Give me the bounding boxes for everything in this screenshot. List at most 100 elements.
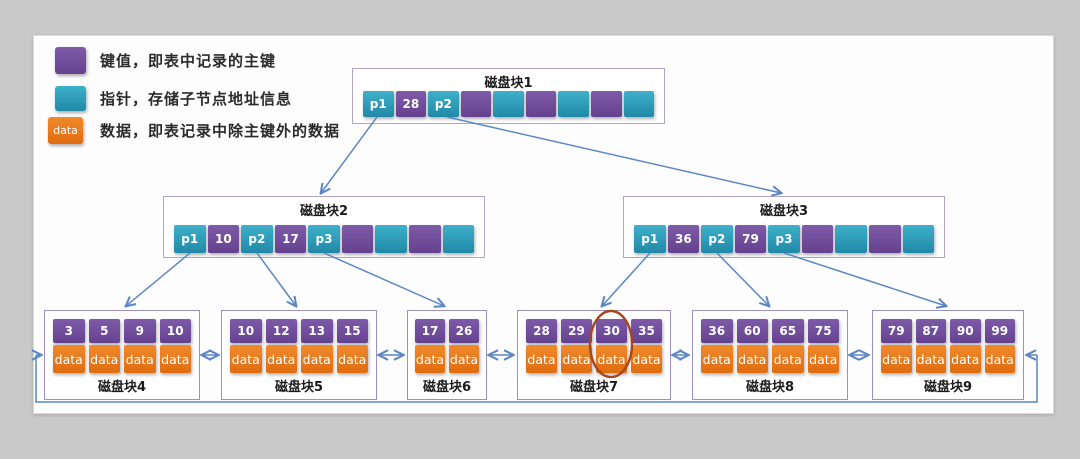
disk-block-2-title: 磁盘块2	[299, 204, 349, 219]
disk-block-8-title: 磁盘块8	[745, 380, 795, 395]
disk-block-1-cells: p1 28 p2	[363, 91, 655, 117]
disk-block-9-title: 磁盘块9	[923, 380, 973, 395]
key-cell: 28	[395, 91, 427, 117]
data-cell: data	[772, 345, 804, 373]
data-cell: data	[881, 345, 912, 373]
legend-item-key: 键值，即表中记录的主键	[55, 47, 276, 74]
data-cell: data	[124, 345, 156, 373]
data-cell: data	[159, 345, 191, 373]
pointer-cell	[902, 225, 935, 253]
key-cell: 79	[734, 225, 767, 253]
key-cell: 87	[915, 319, 946, 343]
key-cell	[525, 91, 557, 117]
pointer-cell: p1	[363, 91, 394, 117]
key-cell: 65	[772, 319, 804, 343]
pointer-cell	[558, 91, 589, 117]
key-cell: 10	[159, 319, 191, 343]
pointer-cell: p2	[241, 225, 273, 253]
pointer-cell	[375, 225, 407, 253]
key-cell: 30	[596, 319, 627, 343]
disk-block-2: 磁盘块2 p1 10 p2 17 p3	[163, 196, 485, 258]
legend-pointer-text: 指针，存储子节点地址信息	[100, 90, 293, 108]
key-cell: 90	[950, 319, 981, 343]
key-cell: 9	[124, 319, 156, 343]
key-cell: 60	[736, 319, 768, 343]
key-cell	[341, 225, 374, 253]
disk-block-4-title: 磁盘块4	[97, 380, 147, 395]
data-cell: data	[807, 345, 839, 373]
key-cell: 17	[274, 225, 307, 253]
key-cell: 35	[631, 319, 662, 343]
pointer-cell: p3	[768, 225, 800, 253]
pointer-cell: p1	[634, 225, 666, 253]
key-cell	[460, 91, 492, 117]
disk-block-3: 磁盘块3 p1 36 p2 79 p3	[623, 196, 945, 258]
disk-block-3-title: 磁盘块3	[759, 204, 809, 219]
key-cell: 99	[984, 319, 1015, 343]
data-swatch-icon: data	[48, 117, 83, 144]
legend-data-text: 数据，即表记录中除主键外的数据	[100, 122, 341, 140]
key-cell: 5	[88, 319, 120, 343]
key-cell	[801, 225, 834, 253]
pointer-swatch-icon	[55, 86, 86, 111]
pointer-cell: p2	[428, 91, 459, 117]
data-cell: data	[950, 345, 981, 373]
pointer-cell	[493, 91, 524, 117]
legend-item-pointer: 指针，存储子节点地址信息	[55, 86, 292, 111]
data-cell: data	[561, 345, 592, 373]
data-cell: data	[736, 345, 768, 373]
disk-block-1: 磁盘块1 p1 28 p2	[352, 68, 665, 124]
key-cell: 10	[230, 319, 262, 343]
key-cell: 26	[449, 319, 479, 343]
key-cell: 13	[301, 319, 333, 343]
data-cell: data	[915, 345, 946, 373]
pointer-cell: p3	[308, 225, 340, 253]
key-cell	[590, 91, 622, 117]
data-cell: data	[53, 345, 85, 373]
pointer-cell	[442, 225, 475, 253]
data-cell: data	[336, 345, 368, 373]
key-cell: 29	[561, 319, 592, 343]
key-cell: 75	[807, 319, 839, 343]
key-cell: 12	[265, 319, 297, 343]
key-cell: 36	[701, 319, 733, 343]
key-cell	[408, 225, 441, 253]
pointer-cell: p1	[174, 225, 206, 253]
disk-block-1-title: 磁盘块1	[484, 76, 533, 91]
key-cell	[868, 225, 901, 253]
key-cell: 28	[526, 319, 557, 343]
disk-block-3-cells: p1 36 p2 79 p3	[634, 225, 935, 253]
key-swatch-icon	[55, 47, 86, 74]
data-cell: data	[230, 345, 262, 373]
data-cell: data	[88, 345, 120, 373]
disk-block-2-cells: p1 10 p2 17 p3	[174, 225, 475, 253]
data-cell: data	[526, 345, 557, 373]
pointer-cell	[623, 91, 655, 117]
disk-block-6-title: 磁盘块6	[422, 380, 472, 395]
